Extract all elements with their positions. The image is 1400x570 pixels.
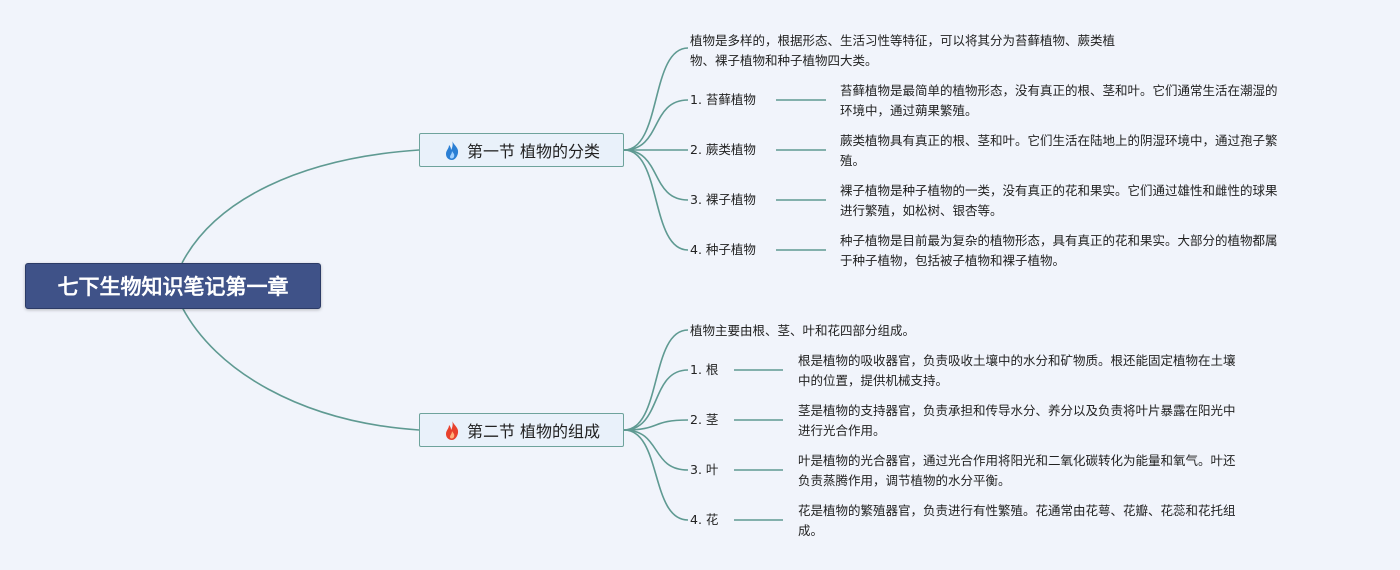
item-label[interactable]: 1. 苔藓植物	[690, 92, 756, 107]
item-description: 苔藓植物是最简单的植物形态，没有真正的根、茎和叶。它们通常生活在潮湿的 环境中，…	[840, 83, 1278, 118]
link-s1-intro	[623, 47, 689, 151]
section-title: 第一节 植物的分类	[466, 142, 601, 161]
link-root-section-1	[181, 149, 420, 264]
link-s1-item1	[623, 99, 689, 151]
section-title: 第二节 植物的组成	[466, 422, 601, 441]
fire-red-icon	[443, 419, 461, 441]
item-description: 茎是植物的支持器官，负责承担和传导水分、养分以及负责将叶片暴露在阳光中 进行光合…	[798, 403, 1236, 438]
section-2-intro: 植物主要由根、茎、叶和花四部分组成。	[690, 323, 916, 338]
item-description: 叶是植物的光合器官，通过光合作用将阳光和二氧化碳转化为能量和氧气。叶还 负责蒸腾…	[798, 453, 1236, 488]
link-root-section-2	[181, 306, 420, 431]
item-description: 裸子植物是种子植物的一类，没有真正的花和果实。它们通过雄性和雌性的球果 进行繁殖…	[840, 183, 1278, 218]
link-s2-item1	[623, 369, 689, 431]
link-s1-item4	[623, 149, 689, 251]
item-label[interactable]: 4. 种子植物	[690, 242, 756, 257]
section-topic-classification[interactable]: 第一节 植物的分类	[419, 133, 624, 167]
item-description: 根是植物的吸收器官，负责吸收土壤中的水分和矿物质。根还能固定植物在土壤 中的位置…	[798, 353, 1236, 388]
root-topic[interactable]: 七下生物知识笔记第一章	[25, 263, 321, 309]
fire-blue-icon	[443, 139, 461, 161]
section-1-intro: 植物是多样的，根据形态、生活习性等特征，可以将其分为苔藓植物、蕨类植 物、裸子植…	[690, 33, 1116, 68]
link-s2-item3	[623, 429, 689, 471]
item-label[interactable]: 4. 花	[690, 512, 719, 527]
item-label[interactable]: 3. 叶	[690, 462, 719, 477]
link-s2-item2	[623, 419, 689, 431]
item-label[interactable]: 3. 裸子植物	[690, 192, 756, 207]
link-s2-intro	[623, 329, 689, 431]
link-s2-item4	[623, 429, 689, 521]
item-label[interactable]: 2. 蕨类植物	[690, 142, 756, 157]
item-description: 花是植物的繁殖器官，负责进行有性繁殖。花通常由花萼、花瓣、花蕊和花托组 成。	[798, 503, 1236, 538]
link-s1-item3	[623, 149, 689, 201]
item-label[interactable]: 1. 根	[690, 362, 719, 377]
item-description: 蕨类植物具有真正的根、茎和叶。它们生活在陆地上的阴湿环境中，通过孢子繁 殖。	[840, 133, 1278, 168]
root-title: 七下生物知识笔记第一章	[57, 275, 289, 299]
item-description: 种子植物是目前最为复杂的植物形态，具有真正的花和果实。大部分的植物都属 于种子植…	[840, 233, 1278, 268]
item-label[interactable]: 2. 茎	[690, 412, 719, 427]
section-topic-composition[interactable]: 第二节 植物的组成	[419, 413, 624, 447]
